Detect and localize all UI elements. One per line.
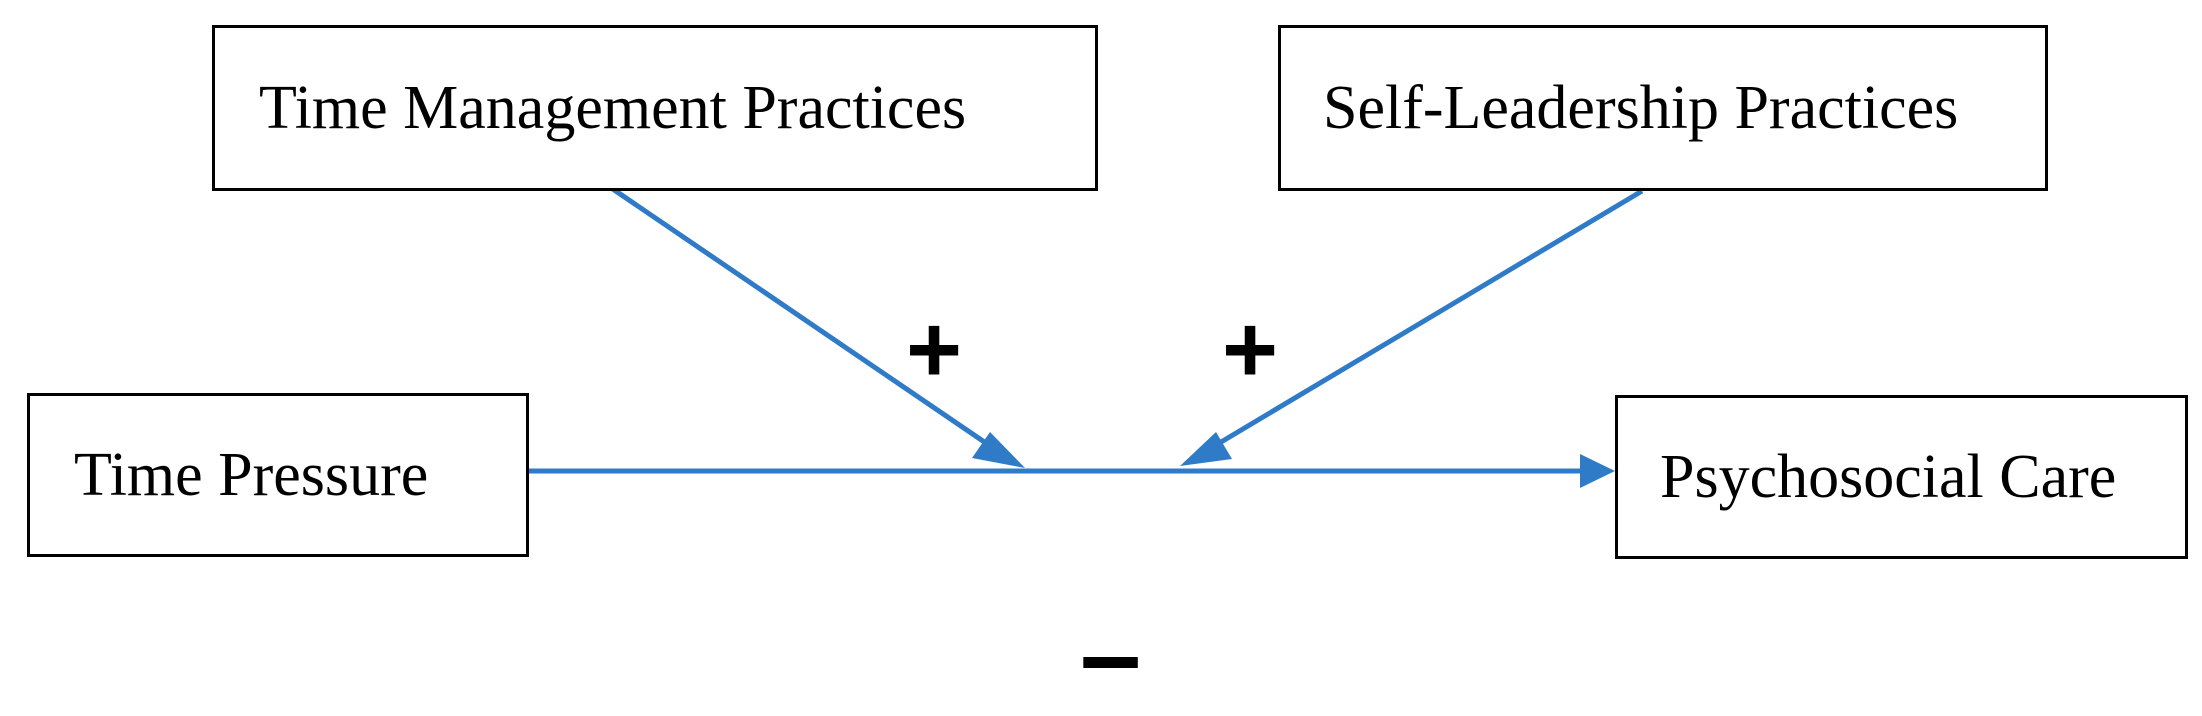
time-management-positive-sign: + <box>906 296 963 403</box>
main-path-arrowhead <box>1580 454 1615 488</box>
time-management-moderation-arrowhead <box>972 432 1025 468</box>
self-leadership-practices-box: Self-Leadership Practices <box>1278 25 2048 191</box>
time-management-practices-box: Time Management Practices <box>212 25 1098 191</box>
time-management-practices-label: Time Management Practices <box>259 73 967 142</box>
self-leadership-practices-label: Self-Leadership Practices <box>1323 73 1959 142</box>
arrows-layer <box>529 180 1644 488</box>
moderation-diagram: Time Management Practices Self-Leadershi… <box>27 25 2188 710</box>
main-effect-negative-sign: – <box>1080 593 1142 716</box>
self-leadership-positive-sign: + <box>1222 296 1279 403</box>
psychosocial-care-box: Psychosocial Care <box>1615 395 2188 559</box>
self-leadership-moderation-arrowhead <box>1180 432 1232 466</box>
self-leadership-moderation-line <box>1204 188 1644 454</box>
time-management-moderation-line <box>602 180 1004 457</box>
psychosocial-care-label: Psychosocial Care <box>1660 442 2117 511</box>
time-pressure-box: Time Pressure <box>27 393 529 557</box>
time-pressure-label: Time Pressure <box>74 440 429 509</box>
